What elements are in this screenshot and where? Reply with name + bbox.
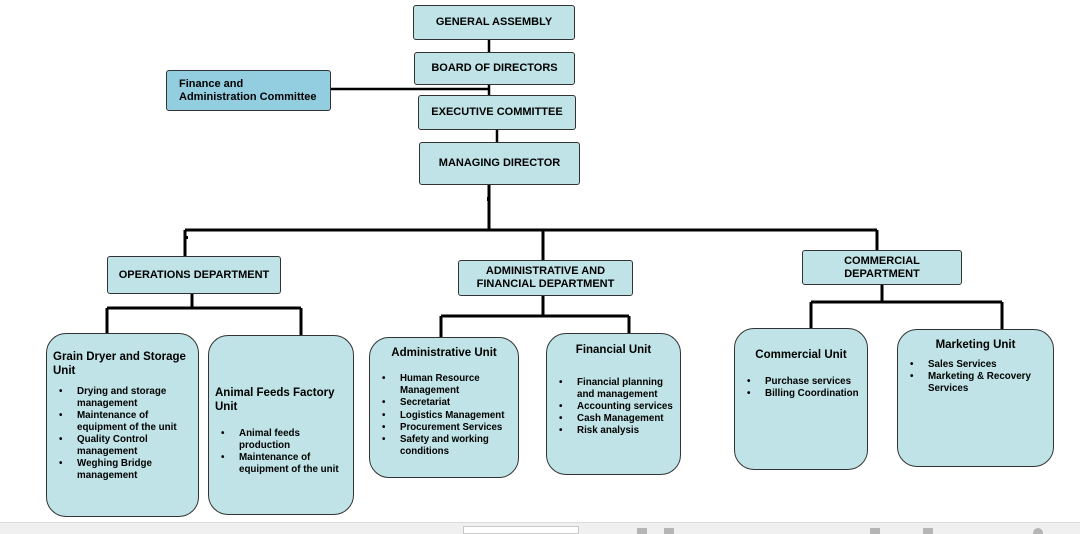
board-of-directors-box: BOARD OF DIRECTORS bbox=[414, 52, 575, 85]
unit-item: Human Resource Management bbox=[376, 373, 512, 397]
grain-dryer-storage-unit-box: Grain Dryer and Storage Unit Drying and … bbox=[46, 333, 199, 517]
unit-title: Animal Feeds Factory Unit bbox=[215, 387, 335, 413]
unit-item: Quality Control management bbox=[53, 434, 192, 458]
unit-items-list: Sales Services Marketing & Recovery Serv… bbox=[904, 359, 1047, 395]
connector-marker bbox=[487, 197, 490, 201]
unit-item: Maintenance of equipment of the unit bbox=[53, 410, 192, 434]
finance-administration-committee-label: Finance and Administration Committee bbox=[179, 77, 317, 103]
executive-committee-box: EXECUTIVE COMMITTEE bbox=[418, 95, 576, 130]
operations-department-label: OPERATIONS DEPARTMENT bbox=[118, 268, 270, 281]
animal-feeds-factory-unit-box: Animal Feeds Factory Unit Animal feeds p… bbox=[208, 335, 354, 515]
unit-title: Marketing Unit bbox=[935, 339, 1016, 351]
unit-items-list: Drying and storage management Maintenanc… bbox=[53, 386, 192, 482]
financial-unit-box: Financial Unit Financial planning and ma… bbox=[546, 333, 681, 475]
unit-title: Administrative Unit bbox=[391, 347, 497, 359]
connector-marker bbox=[186, 236, 188, 239]
board-of-directors-label: BOARD OF DIRECTORS bbox=[431, 62, 558, 74]
zoom-icon[interactable] bbox=[1033, 528, 1043, 534]
marketing-unit-box: Marketing Unit Sales Services Marketing … bbox=[897, 329, 1054, 467]
managing-director-box: MANAGING DIRECTOR bbox=[419, 142, 580, 185]
unit-item: Logistics Management bbox=[376, 410, 512, 422]
unit-item: Risk analysis bbox=[553, 425, 674, 437]
view-control-icon[interactable] bbox=[637, 528, 647, 534]
administrative-unit-box: Administrative Unit Human Resource Manag… bbox=[369, 337, 519, 478]
unit-title: Financial Unit bbox=[575, 344, 652, 356]
unit-item: Procurement Services bbox=[376, 422, 512, 434]
commercial-department-label: COMMERCIAL DEPARTMENT bbox=[844, 255, 920, 280]
managing-director-label: MANAGING DIRECTOR bbox=[438, 157, 561, 169]
administrative-financial-department-label: ADMINISTRATIVE AND FINANCIAL DEPARTMENT bbox=[476, 265, 615, 290]
unit-title: Grain Dryer and Storage Unit bbox=[53, 351, 186, 377]
unit-item: Purchase services bbox=[741, 376, 861, 388]
unit-item: Financial planning and management bbox=[553, 377, 674, 401]
unit-item: Weghing Bridge management bbox=[53, 458, 192, 482]
unit-item: Secretariat bbox=[376, 397, 512, 409]
commercial-unit-box: Commercial Unit Purchase services Billin… bbox=[734, 328, 868, 470]
layout-icon[interactable] bbox=[870, 528, 880, 534]
unit-item: Accounting services bbox=[553, 401, 674, 413]
viewer-status-bar bbox=[0, 522, 1080, 534]
unit-title: Commercial Unit bbox=[755, 349, 847, 361]
unit-item: Marketing & Recovery Services bbox=[904, 371, 1047, 395]
finance-administration-committee-box: Finance and Administration Committee bbox=[166, 70, 331, 111]
unit-item: Sales Services bbox=[904, 359, 1047, 371]
unit-item: Drying and storage management bbox=[53, 386, 192, 410]
commercial-department-box: COMMERCIAL DEPARTMENT bbox=[802, 250, 962, 285]
executive-committee-label: EXECUTIVE COMMITTEE bbox=[431, 106, 563, 118]
unit-items-list: Purchase services Billing Coordination bbox=[741, 376, 861, 400]
general-assembly-label: GENERAL ASSEMBLY bbox=[435, 16, 553, 28]
unit-item: Maintenance of equipment of the unit bbox=[215, 452, 347, 476]
view-control-icon[interactable] bbox=[664, 528, 674, 534]
administrative-financial-department-box: ADMINISTRATIVE AND FINANCIAL DEPARTMENT bbox=[458, 260, 633, 296]
unit-items-list: Financial planning and management Accoun… bbox=[553, 377, 674, 437]
general-assembly-box: GENERAL ASSEMBLY bbox=[413, 5, 575, 40]
unit-item: Cash Management bbox=[553, 413, 674, 425]
unit-item: Safety and working conditions bbox=[376, 434, 512, 458]
unit-items-list: Animal feeds production Maintenance of e… bbox=[215, 428, 347, 476]
unit-item: Animal feeds production bbox=[215, 428, 347, 452]
operations-department-box: OPERATIONS DEPARTMENT bbox=[107, 256, 281, 294]
unit-item: Billing Coordination bbox=[741, 388, 861, 400]
layout-icon[interactable] bbox=[923, 528, 933, 534]
unit-items-list: Human Resource Management Secretariat Lo… bbox=[376, 373, 512, 458]
